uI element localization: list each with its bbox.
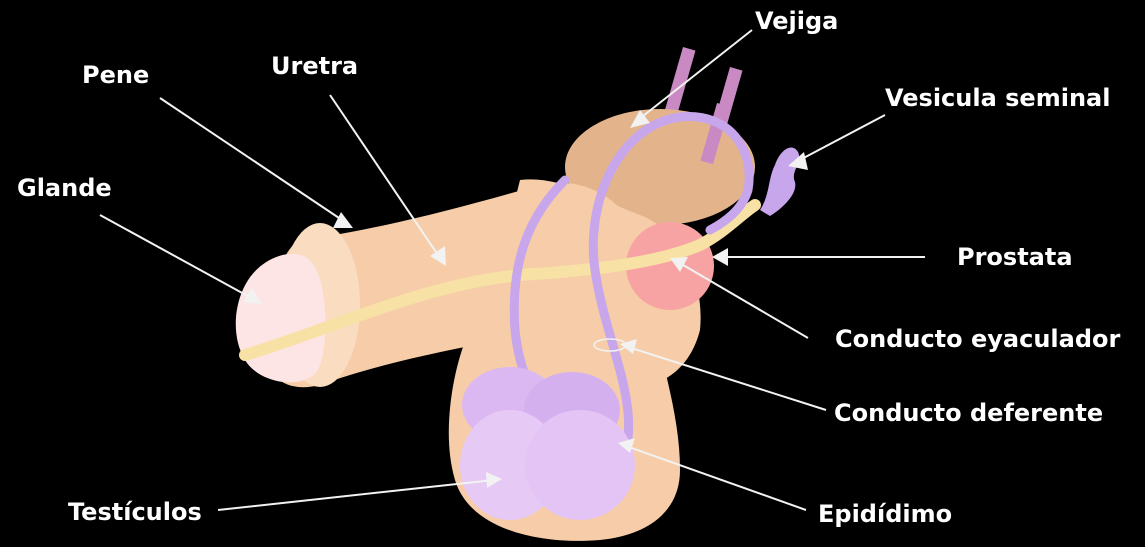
- label-conducto-deferente: Conducto deferente: [834, 399, 1103, 427]
- label-uretra: Uretra: [271, 52, 358, 80]
- testicles: [460, 367, 635, 520]
- label-vejiga: Vejiga: [755, 7, 838, 35]
- label-prostata: Prostata: [957, 243, 1073, 271]
- testicle-right: [525, 410, 635, 520]
- label-conducto-eyaculador: Conducto eyaculador: [835, 325, 1121, 353]
- label-pene: Pene: [82, 61, 149, 89]
- label-glande: Glande: [17, 174, 112, 202]
- label-vesicula-seminal: Vesicula seminal: [885, 84, 1110, 112]
- label-testiculos: Testículos: [68, 498, 202, 526]
- label-epididimo: Epidídimo: [818, 500, 952, 528]
